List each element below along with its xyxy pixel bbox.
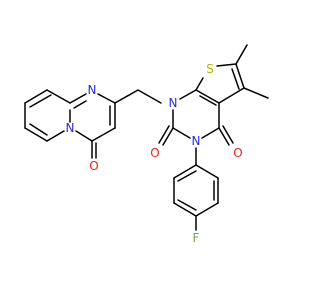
atom-n3-thienopyrimidine: N: [192, 134, 201, 148]
pyridopyrimidinone-bonds: [24, 89, 162, 159]
molecule-drawing: N N O N N S O O F: [24, 44, 269, 245]
atom-o-c4: O: [233, 146, 242, 160]
atom-s-thiophene: S: [206, 62, 214, 76]
atom-o-pyridopyrimidinone: O: [89, 159, 98, 173]
thienopyrimidinedione-bonds: [158, 44, 269, 166]
fluorophenyl-bonds: [173, 164, 219, 231]
structure-canvas: N N O N N S O O F: [24, 44, 269, 245]
atom-n-bridgehead: N: [66, 121, 75, 135]
atom-f-phenyl: F: [193, 231, 200, 245]
atom-labels: N N O N N S O O F: [66, 62, 243, 245]
atom-n-pyrimidine-top: N: [88, 83, 97, 97]
atom-o-c2: O: [150, 146, 159, 160]
atom-n1-thienopyrimidine: N: [169, 96, 178, 110]
